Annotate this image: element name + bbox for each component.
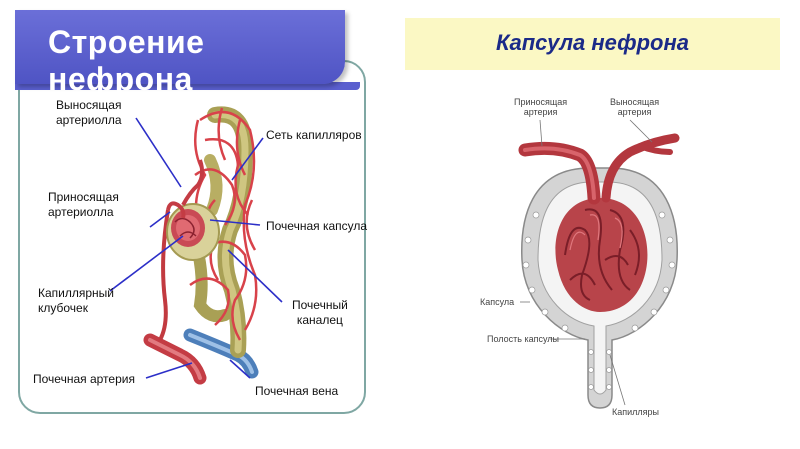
renal-artery-shape <box>143 209 207 385</box>
label-line: Выносящая <box>56 98 122 112</box>
label-renal-artery: Почечная артерия <box>33 372 135 386</box>
label-capillaries: Капилляры <box>612 407 659 417</box>
label-capsule: Капсула <box>480 297 515 307</box>
panel-title: Строение нефрона <box>48 24 205 97</box>
label-line: каналец <box>296 313 343 327</box>
label-efferent-artery: Выносящая артерия <box>610 97 659 117</box>
label-line: Приносящая <box>48 190 119 204</box>
title-underline <box>15 82 360 90</box>
label-renal-capsule: Почечная капсула <box>266 219 368 233</box>
capsule-title-banner: Капсула нефрона <box>405 18 780 70</box>
label-line: Почечный <box>292 298 348 312</box>
label-capsule-cavity: Полость капсулы <box>487 334 559 344</box>
label-glomerulus: Капиллярный клубочек <box>38 286 114 316</box>
label-pointers <box>109 117 283 379</box>
title-banner: Строение нефрона <box>15 10 345 97</box>
capsule-vessels <box>518 133 680 205</box>
renal-tubule-shape <box>189 106 254 358</box>
label-line: Приносящая <box>514 97 568 107</box>
label-efferent-arteriole: Выносящая артериолла <box>56 98 122 128</box>
label-line: артерия <box>617 107 652 117</box>
label-afferent-arteriole: Приносящая артериолла <box>48 190 119 220</box>
label-line: артериолла <box>56 113 122 127</box>
capsule-title: Капсула нефрона <box>495 30 690 55</box>
label-line: Капиллярный <box>38 286 114 300</box>
label-renal-vein: Почечная вена <box>255 384 339 398</box>
capsule-pointers <box>520 119 653 406</box>
label-capillary-network: Сеть капилляров <box>266 128 362 142</box>
label-renal-tubule: Почечный каналец <box>292 298 348 328</box>
label-line: артериолла <box>48 205 114 219</box>
label-line: клубочек <box>38 301 88 315</box>
label-line: артерия <box>523 107 558 117</box>
label-line: Выносящая <box>610 97 660 107</box>
capsule-shape <box>166 203 220 261</box>
arteriole-shapes <box>166 159 205 219</box>
nephron-structure-panel: Строение нефрона <box>15 10 366 414</box>
label-afferent-artery: Приносящая артерия <box>514 97 567 117</box>
glomerulus-shape <box>555 198 648 312</box>
capsule-illustration <box>518 119 680 409</box>
capillary-network-shape <box>189 107 258 341</box>
